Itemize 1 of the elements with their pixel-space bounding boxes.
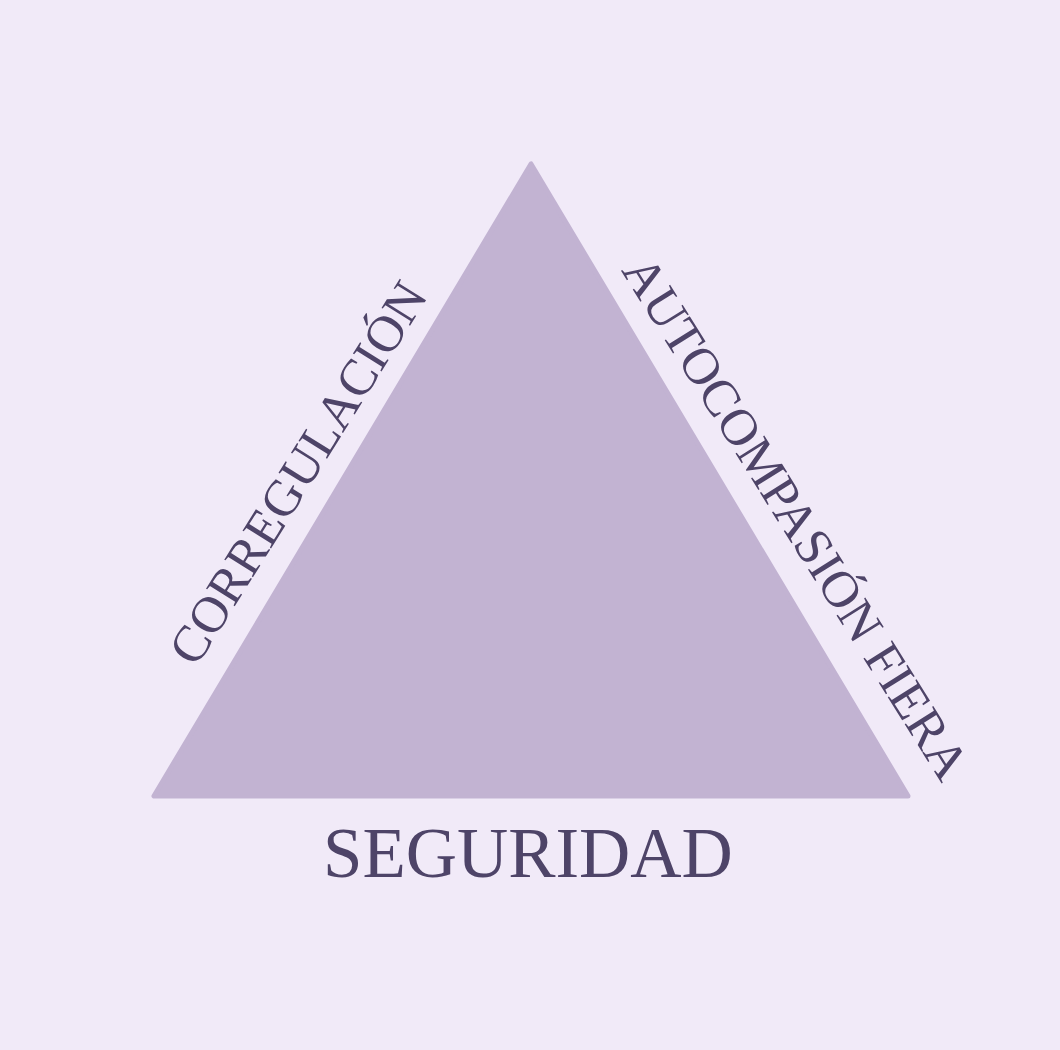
base-label: SEGURIDAD — [323, 817, 733, 889]
